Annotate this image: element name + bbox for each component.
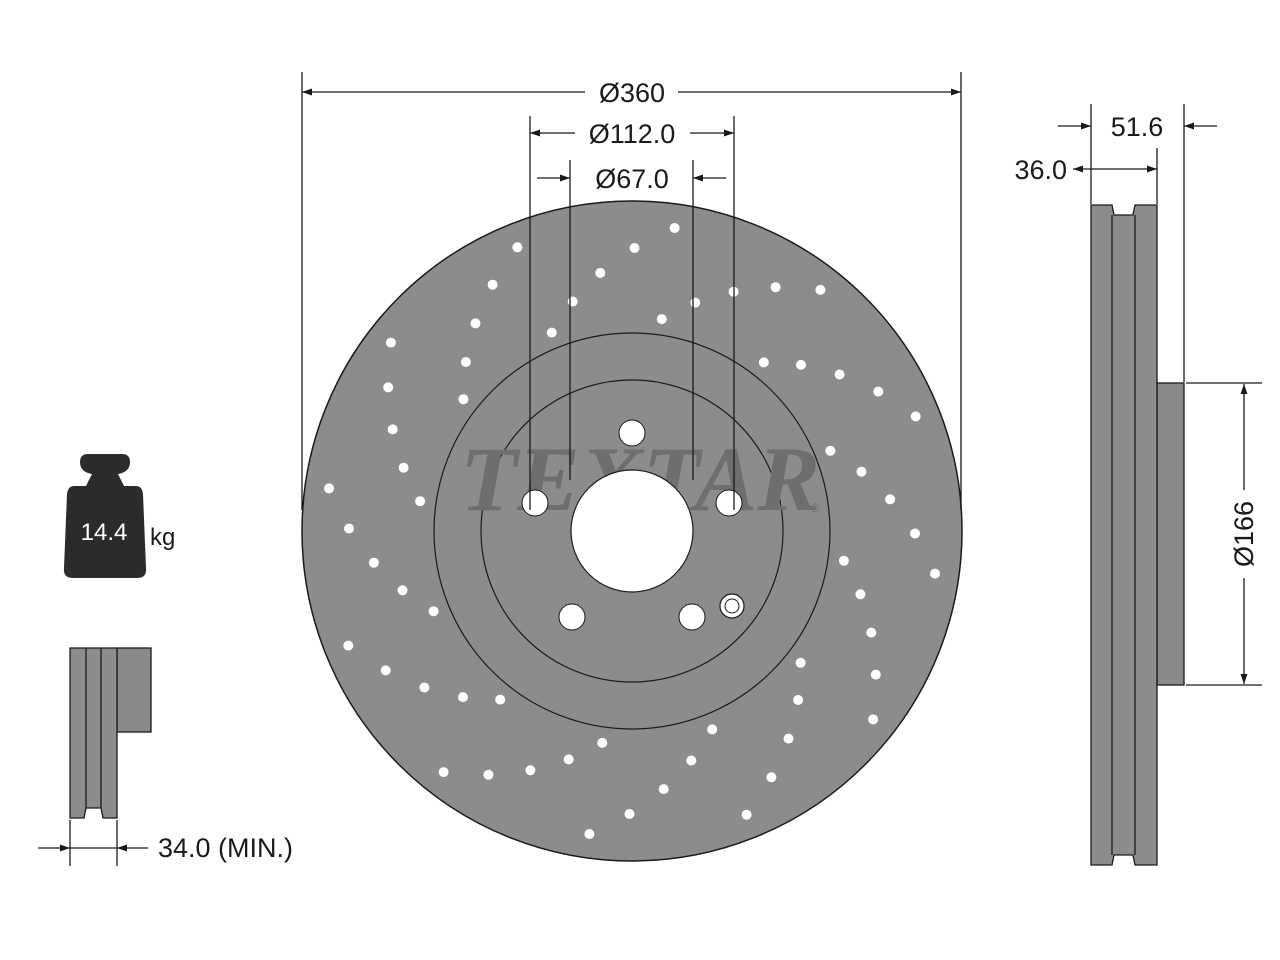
weight-value: 14.4: [81, 519, 128, 546]
weight-icon: 14.4: [63, 454, 147, 578]
drill-hole: [838, 555, 849, 566]
front-dimensions: [301, 72, 962, 510]
drill-hole: [825, 445, 836, 456]
locating-hole-inner: [724, 598, 740, 614]
dim-hat-diameter: Ø166: [1229, 501, 1259, 567]
drill-hole: [870, 669, 881, 680]
drill-hole: [770, 282, 781, 293]
drill-hole: [741, 809, 752, 820]
drill-hole: [910, 528, 920, 539]
bolt-hole: [678, 603, 706, 631]
bolt-hole: [521, 489, 549, 517]
drill-hole: [758, 357, 769, 368]
drill-hole: [796, 359, 806, 370]
drill-hole: [368, 557, 379, 568]
dim-total-height: 51.6: [1111, 112, 1164, 142]
bolt-hole: [618, 419, 646, 447]
drill-hole: [460, 357, 471, 367]
drill-hole: [324, 483, 334, 494]
dim-center-bore: Ø67.0: [595, 164, 669, 194]
drill-hole: [584, 829, 595, 839]
disc-front-view: TEXTAR ®: [301, 200, 963, 862]
drill-hole: [458, 394, 469, 405]
drill-hole: [597, 737, 608, 748]
drill-hole: [385, 337, 396, 348]
drill-hole: [512, 242, 523, 253]
bolt-hole: [715, 489, 743, 517]
drill-hole: [380, 665, 391, 676]
drill-hole: [866, 627, 877, 638]
drill-hole: [855, 589, 866, 600]
drill-hole: [487, 279, 498, 290]
drill-hole: [415, 496, 426, 507]
drill-hole: [495, 694, 506, 705]
side-disc-body: [1090, 204, 1158, 866]
drill-hole: [563, 754, 574, 765]
drill-hole: [398, 462, 409, 473]
drill-hole: [387, 424, 398, 435]
center-bore: [570, 469, 694, 593]
drill-hole: [344, 523, 354, 534]
drill-hole: [873, 386, 884, 397]
drill-hole: [766, 772, 777, 783]
drill-hole: [658, 784, 669, 795]
dim-bolt-circle: Ø112.0: [589, 119, 676, 149]
drill-hole: [795, 657, 806, 668]
dim-min-thickness: 34.0 (MIN.): [158, 833, 293, 863]
drill-hole: [793, 695, 804, 705]
drill-hole: [707, 724, 718, 735]
drill-hole: [428, 606, 439, 617]
min-thickness-dimension: [38, 820, 148, 866]
drill-hole: [419, 682, 430, 693]
drill-hole: [690, 297, 701, 308]
drill-hole: [438, 767, 449, 778]
drill-hole: [383, 382, 394, 393]
drill-hole: [686, 755, 697, 766]
drill-hole: [815, 284, 826, 295]
drill-hole: [470, 318, 481, 329]
drill-hole: [343, 640, 354, 651]
drill-hole: [458, 692, 468, 703]
side-hat: [1156, 382, 1185, 686]
drill-hole: [624, 809, 635, 819]
side-dimensions: [1058, 104, 1262, 686]
drill-hole: [834, 369, 845, 380]
disc-side-view: [1090, 204, 1185, 866]
dim-disc-thickness: 36.0: [1014, 155, 1067, 185]
drill-hole: [595, 267, 606, 278]
drill-hole: [629, 243, 640, 253]
locating-hole: [719, 593, 745, 619]
drill-hole: [397, 585, 408, 596]
bolt-hole: [558, 603, 586, 631]
drill-hole: [525, 765, 536, 776]
registered-mark: ®: [811, 501, 820, 515]
drill-hole: [868, 714, 879, 725]
min-thickness-profile: [69, 647, 152, 819]
drill-hole: [856, 466, 867, 477]
drill-hole: [783, 733, 794, 744]
drill-hole: [546, 327, 557, 338]
drill-hole: [910, 411, 921, 422]
drill-hole: [483, 769, 494, 780]
weight-unit: kg: [150, 524, 175, 551]
dim-outer-diameter: Ø360: [599, 78, 665, 108]
drill-hole: [567, 296, 578, 307]
drill-hole: [656, 314, 667, 325]
drill-hole: [930, 568, 940, 579]
drill-hole: [885, 494, 896, 505]
drill-hole: [669, 223, 680, 233]
